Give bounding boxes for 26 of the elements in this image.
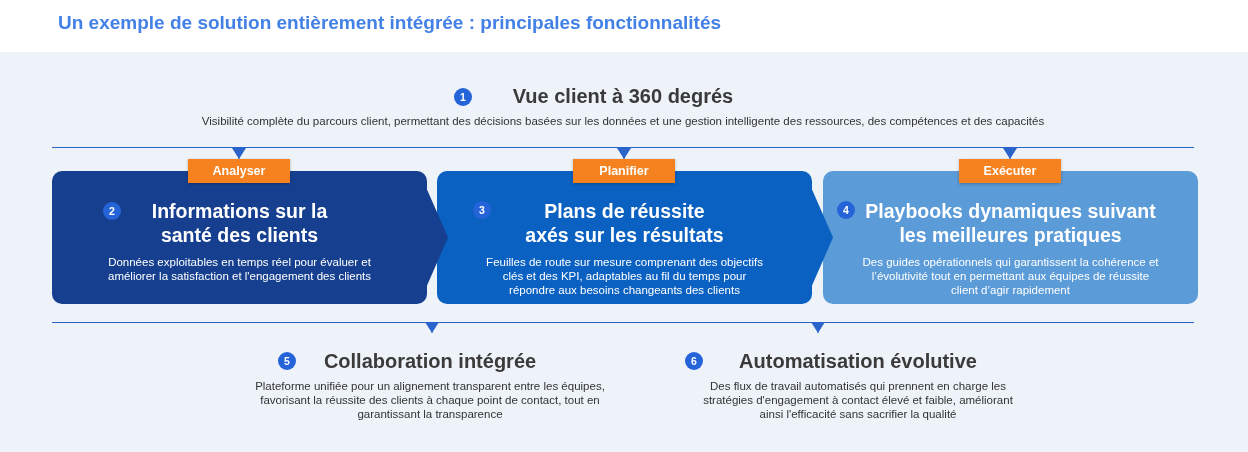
arrow — [232, 147, 246, 160]
step-number: 2 — [103, 202, 121, 220]
diagram-title: Un exemple de solution entièrement intégrée : principales fonctionnalités — [58, 11, 722, 35]
arrow — [426, 189, 448, 286]
arrow — [1003, 147, 1017, 160]
section-description: Feuilles de route sur mesure comprenant des objectifs clés et des KPI, adaptables au fil du temps pour répondre aux besoins changeants des clients — [485, 255, 764, 297]
phase-tab: Planifier — [573, 159, 675, 183]
section-description: Des guides opérationnels qui garantissent la cohérence et l’évolutivité tout en permettant aux équipes de réussite client d’agir rapidement — [862, 255, 1159, 297]
arrow — [811, 189, 833, 286]
step-number: 3 — [473, 201, 491, 219]
arrow — [617, 147, 631, 160]
section-heading: Automatisation évolutive — [739, 349, 977, 373]
arrow — [425, 321, 439, 334]
phase-tab: Exécuter — [959, 159, 1061, 183]
section-description: Des flux de travail automatisés qui prennent en charge les stratégies d'engagement à contact élevé et faible, améliorant ainsi l'efficacité sans sacrifier la qualité — [702, 379, 1014, 421]
section-heading: Informations sur la santé des clients — [150, 199, 329, 247]
arrow — [811, 321, 825, 334]
step-number: 4 — [837, 201, 855, 219]
section-heading: Playbooks dynamiques suivant les meilleures pratiques — [864, 199, 1157, 247]
section-heading: Plans de réussite axés sur les résultats — [524, 199, 725, 247]
section-description: Visibilité complète du parcours client, permettant des décisions basées sur les données et une gestion intelligente des ressources, des compétences et des capacités — [201, 114, 1045, 128]
section-description: Données exploitables en temps réel pour évaluer et améliorer la satisfaction et l'engagement des clients — [107, 255, 372, 283]
section-heading: Collaboration intégrée — [323, 349, 537, 373]
section-description: Plateforme unifiée pour un alignement transparent entre les équipes, favorisant la réussite des clients à chaque point de contact, tout en garantissant la transparence — [255, 379, 605, 421]
phase-tab: Analyser — [188, 159, 290, 183]
section-heading: Vue client à 360 degrés — [512, 84, 734, 108]
